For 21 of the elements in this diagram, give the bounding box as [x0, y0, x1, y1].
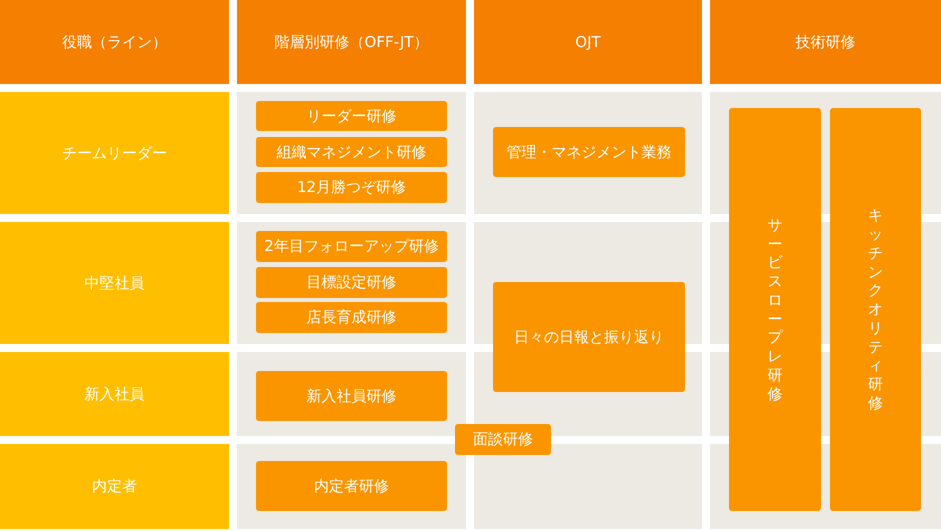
training-box: 目標設定研修 [256, 267, 447, 298]
row-header: チームリーダー [0, 92, 229, 214]
training-box: 組織マネジメント研修 [256, 137, 447, 167]
training-box: 面談研修 [455, 424, 551, 455]
training-box: 2年目フォローアップ研修 [256, 231, 447, 262]
training-box: リーダー研修 [256, 101, 447, 131]
training-box: 日々の日報と振り返り [493, 282, 685, 392]
training-box: 新入社員研修 [256, 371, 447, 421]
training-box: サービスロープレ研修 [729, 108, 821, 511]
row-header: 新入社員 [0, 352, 229, 436]
training-box: 管理・マネジメント業務 [493, 127, 685, 177]
column-header: 役職（ライン） [0, 0, 229, 84]
row-header: 内定者 [0, 444, 229, 529]
training-box: 12月勝つぞ研修 [256, 172, 447, 203]
training-box: キッチンクオリティ研修 [830, 108, 921, 511]
column-header: OJT [474, 0, 702, 84]
column-header: 技術研修 [710, 0, 941, 84]
training-box: 店長育成研修 [256, 302, 447, 333]
column-header: 階層別研修（OFF-JT） [237, 0, 466, 84]
training-box: 内定者研修 [256, 461, 447, 511]
row-header: 中堅社員 [0, 222, 229, 344]
